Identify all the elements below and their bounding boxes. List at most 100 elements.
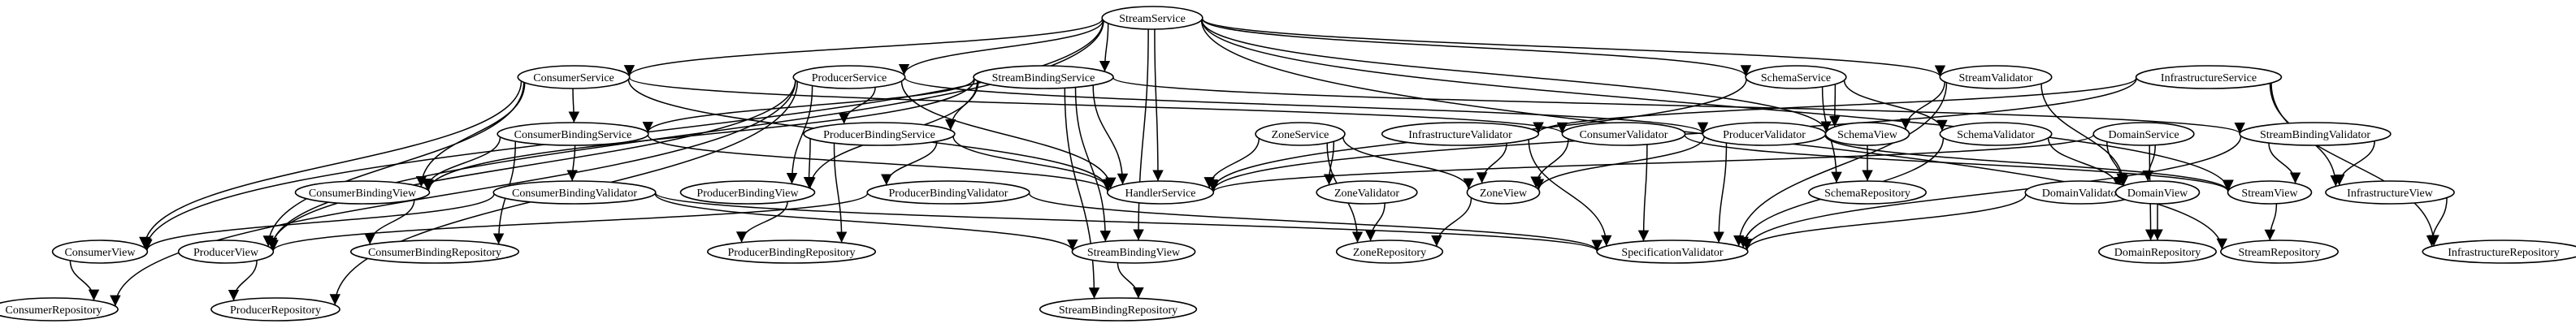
- node-label: StreamBindingRepository: [1059, 304, 1177, 317]
- node-ellipse: [177, 240, 275, 264]
- node-ellipse: [1939, 122, 2053, 146]
- edge-schema-service-to-schema-validator: [1843, 80, 1948, 132]
- node-label: ProducerView: [193, 247, 259, 259]
- node-label: StreamService: [1119, 13, 1186, 25]
- node-ellipse: [349, 240, 520, 264]
- node-infrastructure-service: InfrastructureService: [2135, 65, 2283, 89]
- edge-consumer-binding-validator-to-specification-validator: [654, 192, 1602, 252]
- node-label: DomainRepository: [2114, 247, 2201, 259]
- node-label: ConsumerView: [64, 247, 136, 259]
- node-label: ZoneService: [1272, 129, 1329, 141]
- edge-producer-validator-to-specification-validator: [1713, 142, 1728, 244]
- node-ellipse: [2220, 240, 2340, 264]
- node-label: SchemaValidator: [1957, 129, 2035, 141]
- node-label: ConsumerBindingRepository: [368, 247, 501, 259]
- node-schema-repository: SchemaRepository: [1808, 180, 1928, 205]
- node-label: StreamBindingValidator: [2260, 129, 2370, 141]
- node-producer-binding-validator: ProducerBindingValidator: [866, 180, 1030, 205]
- node-ellipse: [1106, 180, 1215, 205]
- node-ellipse: [0, 297, 119, 322]
- node-ellipse: [973, 65, 1114, 89]
- edge-consumer-service-to-consumer-validator: [628, 77, 1568, 134]
- node-ellipse: [294, 180, 431, 205]
- edge-consumer-binding-view-to-consumer-binding-repository: [364, 199, 415, 245]
- edge-producer-view-to-producer-repository: [228, 260, 258, 301]
- node-consumer-repository: ConsumerRepository: [0, 297, 119, 322]
- node-consumer-service: ConsumerService: [517, 65, 631, 89]
- edge-stream-binding-service-to-stream-binding-validator: [1112, 76, 2245, 135]
- node-producer-binding-repository: ProducerBindingRepository: [706, 240, 877, 264]
- node-consumer-binding-service: ConsumerBindingService: [497, 122, 649, 146]
- node-ellipse: [792, 65, 906, 89]
- node-domain-validator: DomainValidator: [2024, 180, 2138, 205]
- node-label: DomainView: [2127, 188, 2188, 200]
- node-stream-view: StreamView: [2227, 180, 2313, 205]
- edge-stream-service-to-stream-binding-service: [1099, 23, 1111, 72]
- node-ellipse: [1101, 6, 1203, 30]
- node-label: SpecificationValidator: [1621, 247, 1724, 259]
- edge-consumer-binding-service-to-consumer-binding-validator: [566, 145, 578, 182]
- node-consumer-view: ConsumerView: [51, 240, 149, 264]
- node-label: HandlerService: [1125, 188, 1195, 200]
- node-stream-binding-validator: StreamBindingValidator: [2239, 122, 2392, 146]
- node-zone-service: ZoneService: [1255, 122, 1346, 146]
- node-ellipse: [866, 180, 1030, 205]
- node-consumer-binding-validator: ConsumerBindingValidator: [492, 180, 657, 205]
- node-zone-view: ZoneView: [1466, 180, 1541, 205]
- node-label: StreamValidator: [1959, 72, 2033, 84]
- edge-producer-binding-validator-to-specification-validator: [1028, 192, 1602, 252]
- node-ellipse: [497, 122, 649, 146]
- node-stream-repository: StreamRepository: [2220, 240, 2340, 264]
- edge-stream-binding-service-to-stream-binding-repository: [1064, 88, 1100, 299]
- node-label: ZoneRepository: [1353, 247, 1426, 259]
- edges-layer: [69, 18, 2448, 307]
- node-ellipse: [2227, 180, 2313, 205]
- edge-stream-binding-validator-to-stream-view: [2268, 143, 2301, 183]
- node-label: ConsumerValidator: [1580, 129, 1668, 141]
- node-schema-validator: SchemaValidator: [1939, 122, 2053, 146]
- edge-producer-binding-validator-to-producer-view: [267, 192, 869, 252]
- edge-producer-binding-service-to-producer-binding-repository: [833, 143, 848, 243]
- edge-stream-service-to-handler-service: [1152, 28, 1164, 182]
- edge-stream-service-to-stream-binding-view: [1133, 28, 1149, 241]
- node-label: ProducerValidator: [1723, 129, 1806, 141]
- edge-domain-validator-to-specification-validator: [1741, 193, 2027, 251]
- edge-stream-binding-service-to-consumer-binding-view: [423, 79, 975, 191]
- node-label: StreamRepository: [2238, 247, 2320, 259]
- node-infrastructure-validator: InfrastructureValidator: [1381, 122, 1540, 146]
- edge-consumer-service-to-producer-view: [262, 82, 525, 247]
- edge-consumer-service-to-consumer-binding-service: [568, 88, 580, 123]
- node-schema-service: SchemaService: [1745, 65, 1847, 89]
- node-ellipse: [1316, 180, 1418, 205]
- edge-zone-view-to-zone-repository: [1431, 197, 1472, 247]
- node-stream-binding-service: StreamBindingService: [973, 65, 1114, 89]
- node-schema-view: SchemaView: [1824, 122, 1910, 146]
- node-stream-binding-repository: StreamBindingRepository: [1039, 297, 1198, 322]
- node-consumer-binding-repository: ConsumerBindingRepository: [349, 240, 520, 264]
- edge-consumer-validator-to-stream-view: [1684, 134, 2234, 192]
- edge-zone-validator-to-zone-repository: [1364, 203, 1386, 241]
- node-label: ProducerBindingService: [823, 129, 935, 141]
- node-infrastructure-view: InfrastructureView: [2325, 180, 2455, 205]
- node-label: StreamBindingService: [992, 72, 1095, 84]
- node-zone-repository: ZoneRepository: [1335, 240, 1444, 264]
- node-producer-repository: ProducerRepository: [210, 297, 340, 322]
- node-zone-validator: ZoneValidator: [1316, 180, 1418, 205]
- node-label: InfrastructureView: [2347, 188, 2434, 200]
- node-consumer-binding-view: ConsumerBindingView: [294, 180, 431, 205]
- node-ellipse: [2114, 180, 2201, 205]
- edge-domain-service-to-domain-validator: [2106, 141, 2127, 185]
- edge-producer-service-to-consumer-repository: [110, 80, 796, 307]
- edge-domain-service-to-domain-view: [2142, 145, 2156, 182]
- node-producer-binding-view: ProducerBindingView: [679, 180, 816, 205]
- edge-zone-service-to-handler-service: [1203, 138, 1260, 188]
- node-ellipse: [1596, 240, 1749, 264]
- node-label: ConsumerBindingService: [514, 129, 632, 141]
- edge-producer-service-to-producer-view: [266, 80, 796, 249]
- edge-domain-service-to-handler-service: [1208, 134, 2095, 192]
- node-ellipse: [2239, 122, 2392, 146]
- node-label: InfrastructureService: [2161, 72, 2257, 84]
- edge-stream-binding-service-to-stream-binding-view: [1074, 87, 1112, 242]
- edge-zone-service-to-zone-validator: [1323, 141, 1335, 185]
